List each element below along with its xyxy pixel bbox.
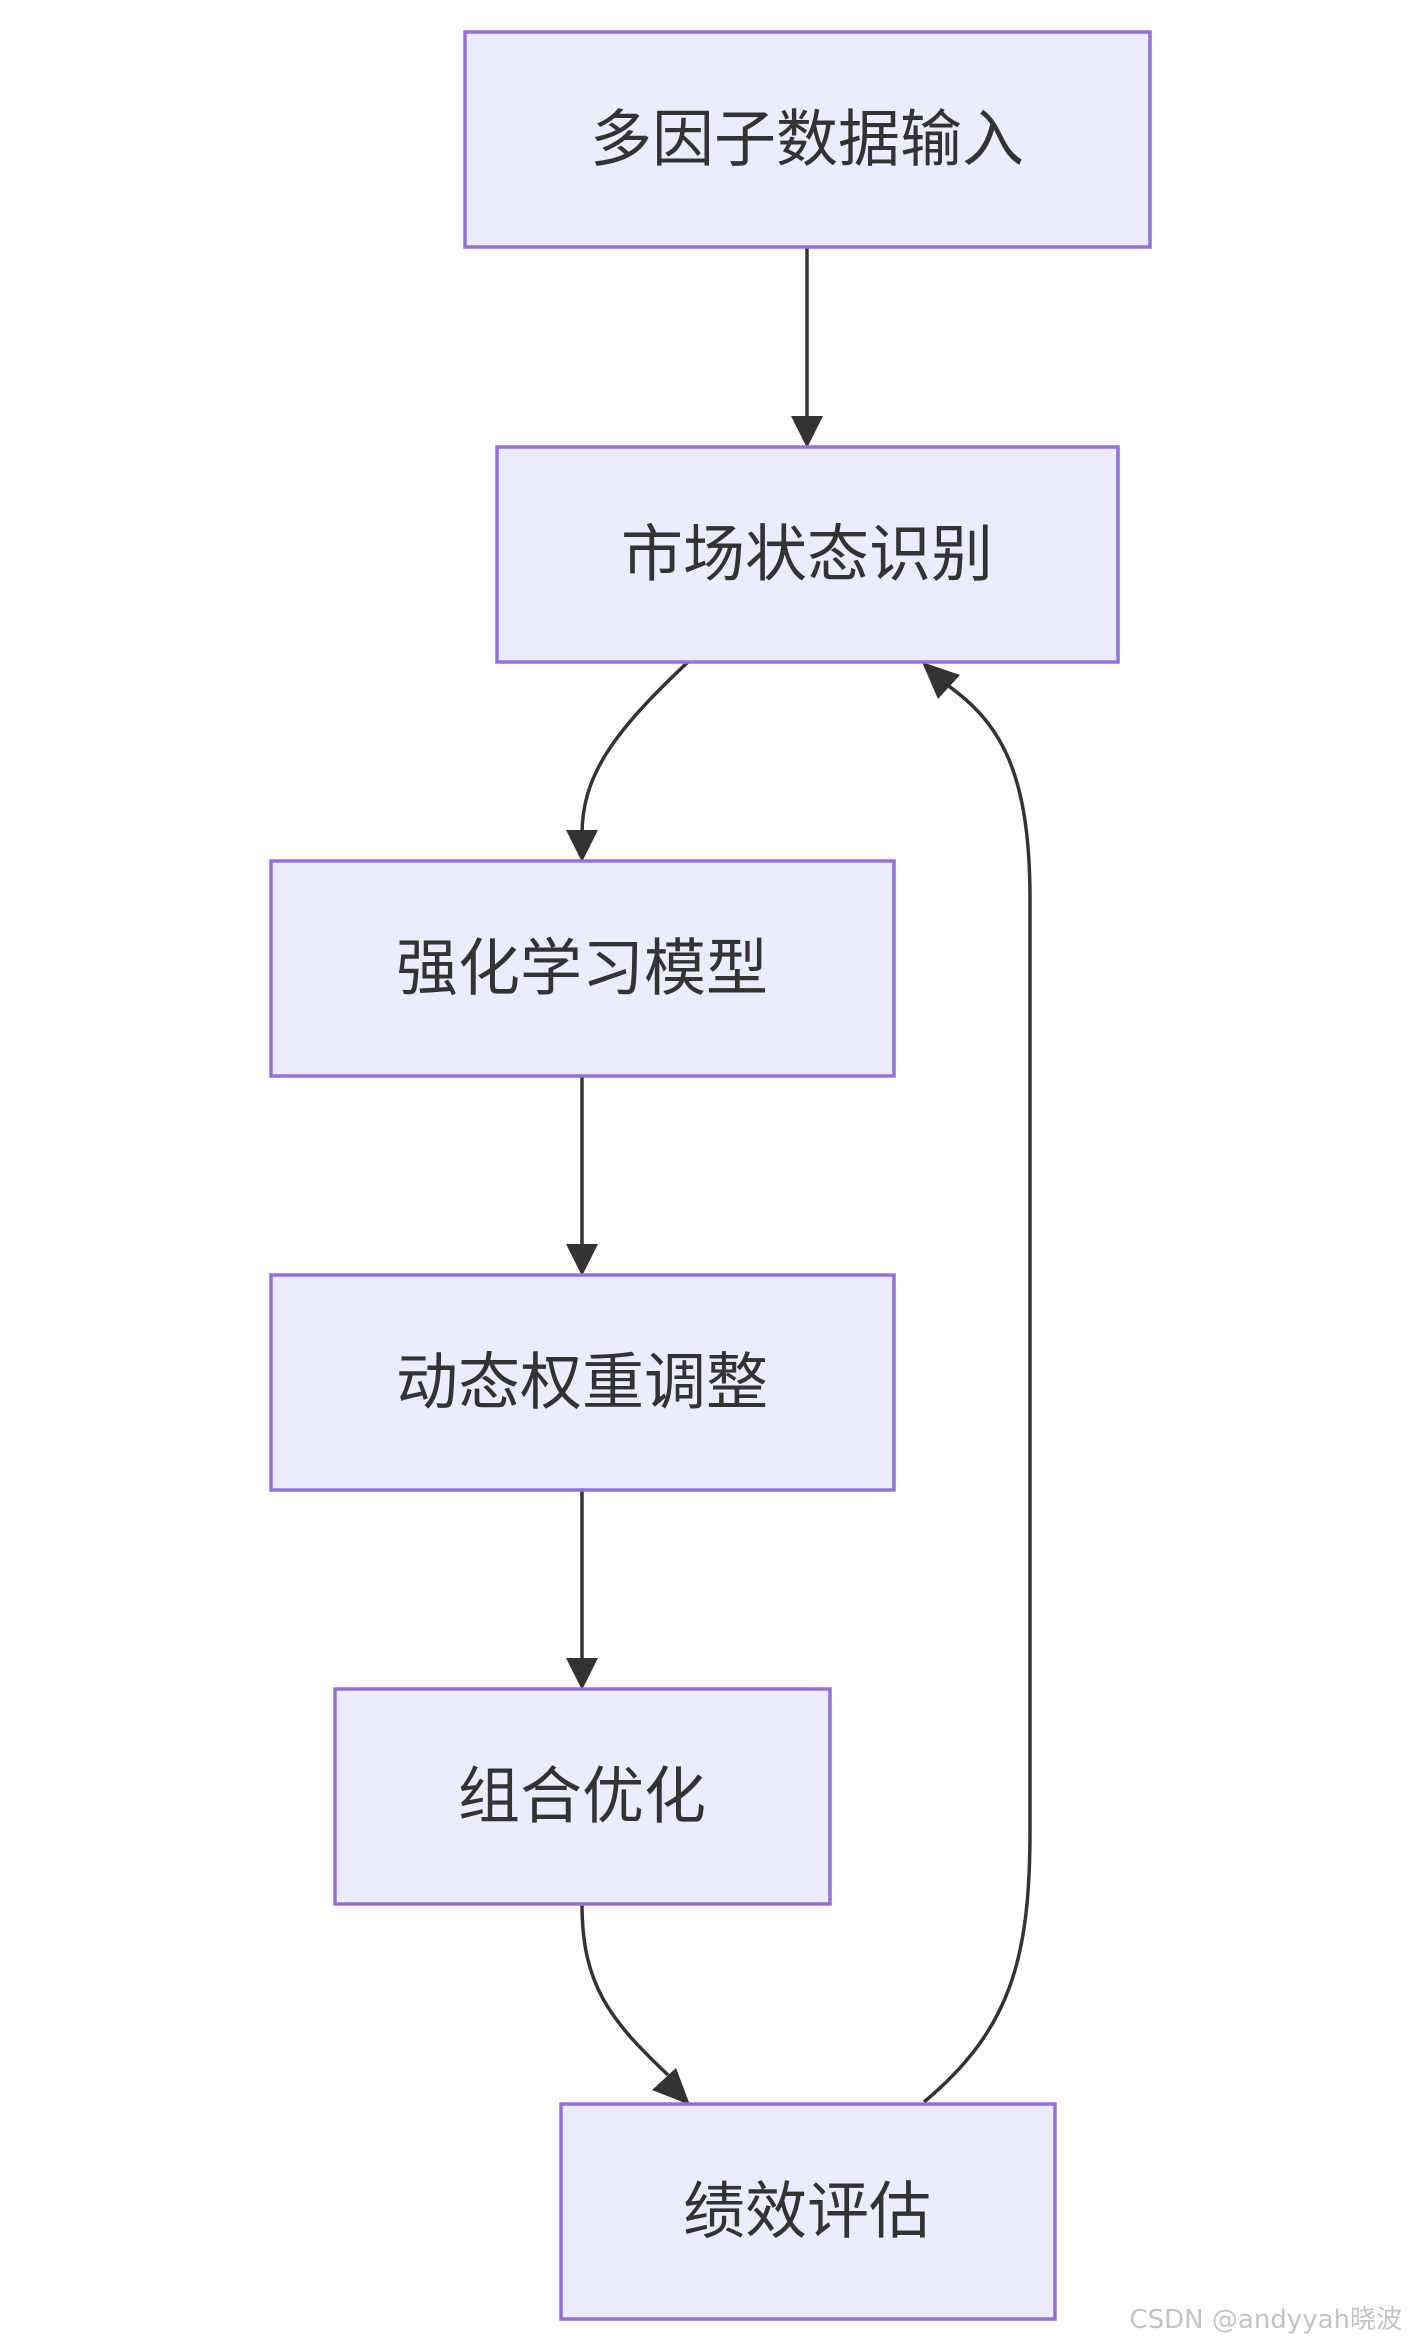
edges	[580, 247, 1032, 2104]
node-rl-label: 强化学习模型	[396, 932, 768, 1005]
node-eval-label: 绩效评估	[683, 2175, 931, 2248]
node-weights: 动态权重调整	[269, 1273, 896, 1492]
node-weights-label: 动态权重调整	[396, 1346, 768, 1419]
arrowhead-portfolio	[566, 1658, 598, 1690]
node-input-label: 多因子数据输入	[590, 103, 1024, 176]
edge-eval-to-market	[922, 678, 1032, 2104]
node-input: 多因子数据输入	[463, 30, 1152, 249]
node-eval: 绩效评估	[559, 2102, 1057, 2321]
node-market: 市场状态识别	[495, 445, 1120, 664]
node-rl: 强化学习模型	[269, 859, 896, 1078]
edge-portfolio-to-eval	[580, 1903, 670, 2077]
arrowhead-rl	[566, 830, 598, 862]
node-portfolio: 组合优化	[333, 1687, 832, 1906]
arrowhead-market	[791, 416, 823, 448]
node-market-label: 市场状态识别	[621, 518, 993, 591]
arrowhead-eval	[652, 2068, 690, 2105]
arrowhead-feedback-market	[922, 662, 960, 699]
edge-market-to-rl	[580, 660, 690, 836]
arrowheads	[566, 416, 960, 2105]
node-portfolio-label: 组合优化	[458, 1760, 706, 1833]
watermark: CSDN @andyyah晓波	[1129, 2305, 1403, 2335]
arrowhead-weights	[566, 1244, 598, 1276]
